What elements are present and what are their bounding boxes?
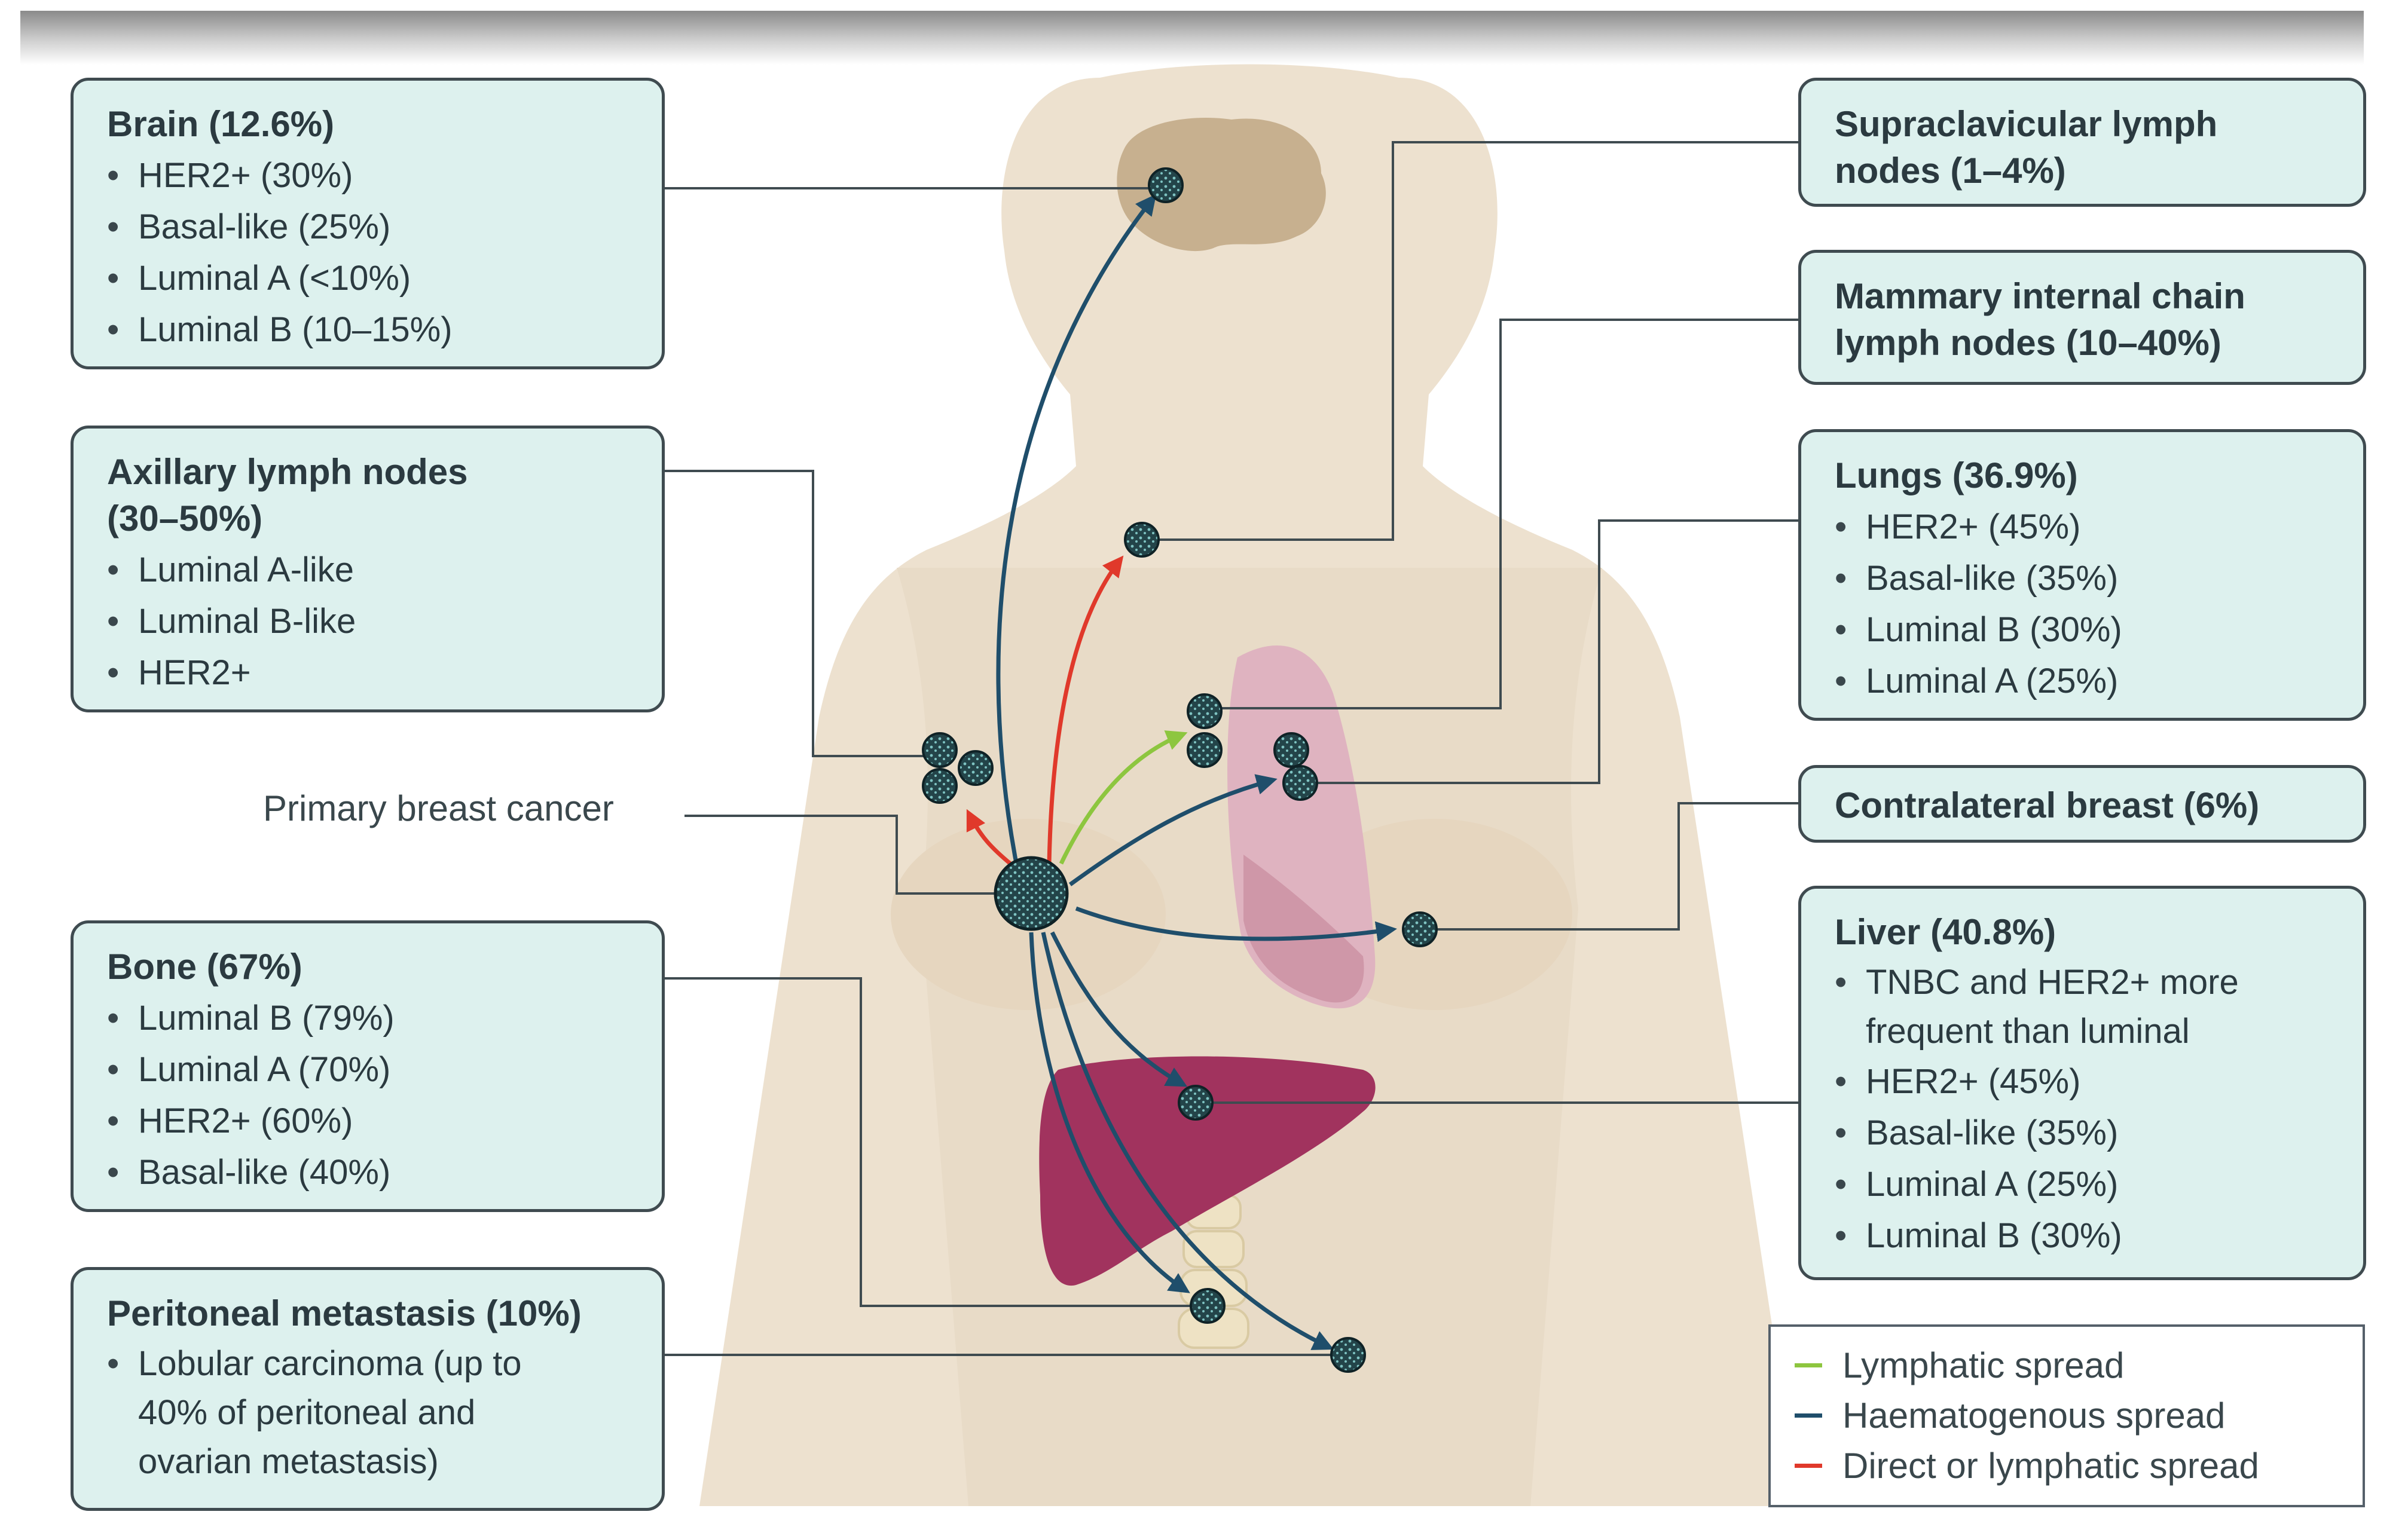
bone-metastasis: [1190, 1288, 1226, 1324]
top-shadow-bar: [20, 11, 2364, 65]
list-item: Luminal B (30%): [1835, 604, 2330, 656]
axillary-metastasis-2: [922, 768, 958, 804]
leader-lines: [664, 141, 1798, 1356]
axillary-title: Axillary lymph nodes (30–50%): [107, 452, 468, 538]
lungs-list: HER2+ (45%) Basal-like (35%) Luminal B (…: [1835, 501, 2330, 707]
contralateral-title: Contralateral breast (6%): [1835, 785, 2260, 825]
list-item: Luminal B-like: [107, 596, 628, 647]
list-item: HER2+ (60%): [107, 1096, 628, 1147]
bone-title: Bone (67%): [107, 947, 302, 987]
legend-item-lymphatic: Lymphatic spread: [1795, 1340, 2339, 1390]
liver-box: Liver (40.8%) TNBC and HER2+ more freque…: [1798, 886, 2366, 1280]
brain-title: Brain (12.6%): [107, 104, 335, 144]
legend-label: Direct or lymphatic spread: [1842, 1445, 2259, 1486]
mammary-metastasis-2: [1187, 732, 1223, 768]
contralateral-box: Contralateral breast (6%): [1798, 765, 2366, 843]
brain-metastasis: [1148, 167, 1184, 203]
bone-box: Bone (67%) Luminal B (79%) Luminal A (70…: [71, 920, 665, 1212]
list-item: Basal-like (35%): [1835, 1107, 2330, 1159]
lungs-box: Lungs (36.9%) HER2+ (45%) Basal-like (35…: [1798, 429, 2366, 721]
list-item: HER2+ (45%): [1835, 501, 2330, 553]
liver-title: Liver (40.8%): [1835, 912, 2056, 952]
contralateral-leader: [1417, 802, 1798, 931]
arrow-contralateral: [1075, 906, 1397, 943]
supraclavicular-leader: [1142, 141, 1798, 541]
list-item: HER2+: [107, 647, 628, 699]
mammary-leader: [1205, 319, 1798, 709]
arrow-axillary: [966, 809, 1012, 865]
list-item: Luminal B (30%): [1835, 1210, 2330, 1262]
mammary-title: Mammary internal chain lymph nodes (10–4…: [1835, 276, 2245, 363]
list-item: Luminal A (<10%): [107, 253, 628, 304]
peritoneal-box: Peritoneal metastasis (10%) Lobular carc…: [71, 1267, 665, 1511]
legend-item-direct: Direct or lymphatic spread: [1795, 1440, 2339, 1491]
bone-list: Luminal B (79%) Luminal A (70%) HER2+ (6…: [107, 993, 628, 1198]
arrow-peritoneal: [1041, 932, 1334, 1350]
lungs-title: Lungs (36.9%): [1835, 455, 2078, 495]
haematogenous-swatch: [1795, 1413, 1822, 1418]
list-item: Luminal A (25%): [1835, 1159, 2330, 1210]
liver-metastasis: [1178, 1085, 1214, 1121]
brain-list: HER2+ (30%) Basal-like (25%) Luminal A (…: [107, 150, 628, 356]
primary-breast-cancer-label: Primary breast cancer: [263, 788, 614, 828]
supraclavicular-box: Supraclavicular lymph nodes (1–4%): [1798, 78, 2366, 207]
list-item: TNBC and HER2+ more frequent than lumina…: [1835, 958, 2330, 1056]
axillary-box: Axillary lymph nodes (30–50%) Luminal A-…: [71, 426, 665, 712]
contralateral-metastasis: [1402, 911, 1438, 947]
arrow-brain: [996, 194, 1157, 879]
bone-leader: [664, 977, 1205, 1307]
arrow-supraclavicular: [1047, 555, 1124, 864]
liver-list: TNBC and HER2+ more frequent than lumina…: [1835, 958, 2330, 1262]
arrow-mammary: [1059, 730, 1188, 865]
list-item: HER2+ (30%): [107, 150, 628, 201]
peritoneal-list: Lobular carcinoma (up to 40% of peritone…: [107, 1339, 628, 1486]
arrow-liver: [1050, 931, 1188, 1087]
lung-metastasis-2: [1282, 765, 1318, 801]
supraclavicular-title: Supraclavicular lymph nodes (1–4%): [1835, 104, 2218, 191]
brain-shape: [1117, 118, 1326, 252]
peritoneal-title: Peritoneal metastasis (10%): [107, 1293, 582, 1333]
primary-leader: [684, 815, 1028, 895]
lymphatic-swatch: [1795, 1363, 1822, 1367]
lung-metastasis-1: [1273, 732, 1309, 768]
list-item: Lobular carcinoma (up to 40% of peritone…: [107, 1339, 628, 1486]
primary-tumour: [994, 856, 1069, 931]
arrow-bone: [1029, 932, 1190, 1293]
legend-item-haematogenous: Haematogenous spread: [1795, 1390, 2339, 1440]
list-item: Basal-like (35%): [1835, 553, 2330, 604]
list-item: Luminal A (25%): [1835, 656, 2330, 707]
axillary-metastasis-1: [922, 732, 958, 768]
list-item: Luminal B (10–15%): [107, 304, 628, 356]
list-item: Basal-like (25%): [107, 201, 628, 253]
peritoneal-metastasis: [1330, 1337, 1366, 1373]
axillary-leader: [664, 470, 942, 757]
direct-swatch: [1795, 1463, 1822, 1468]
list-item: Luminal B (79%): [107, 993, 628, 1044]
list-item: Luminal A-like: [107, 544, 628, 596]
legend: Lymphatic spread Haematogenous spread Di…: [1768, 1324, 2365, 1507]
list-item: HER2+ (45%): [1835, 1056, 2330, 1107]
spread-arrows: [966, 194, 1397, 1350]
mammary-metastasis-1: [1187, 693, 1223, 729]
axillary-metastasis-3: [958, 750, 994, 786]
metastasis-sites: [922, 167, 1438, 1373]
arrow-lungs: [1068, 774, 1278, 886]
legend-label: Lymphatic spread: [1842, 1345, 2125, 1385]
mammary-box: Mammary internal chain lymph nodes (10–4…: [1798, 250, 2366, 385]
lung-lower-lobe: [1243, 855, 1364, 1003]
lungs-leader: [1297, 519, 1798, 784]
brain-box: Brain (12.6%) HER2+ (30%) Basal-like (25…: [71, 78, 665, 369]
legend-label: Haematogenous spread: [1842, 1395, 2226, 1436]
axillary-list: Luminal A-like Luminal B-like HER2+: [107, 544, 628, 699]
list-item: Basal-like (40%): [107, 1147, 628, 1198]
supraclavicular-metastasis: [1124, 522, 1160, 558]
list-item: Luminal A (70%): [107, 1044, 628, 1096]
